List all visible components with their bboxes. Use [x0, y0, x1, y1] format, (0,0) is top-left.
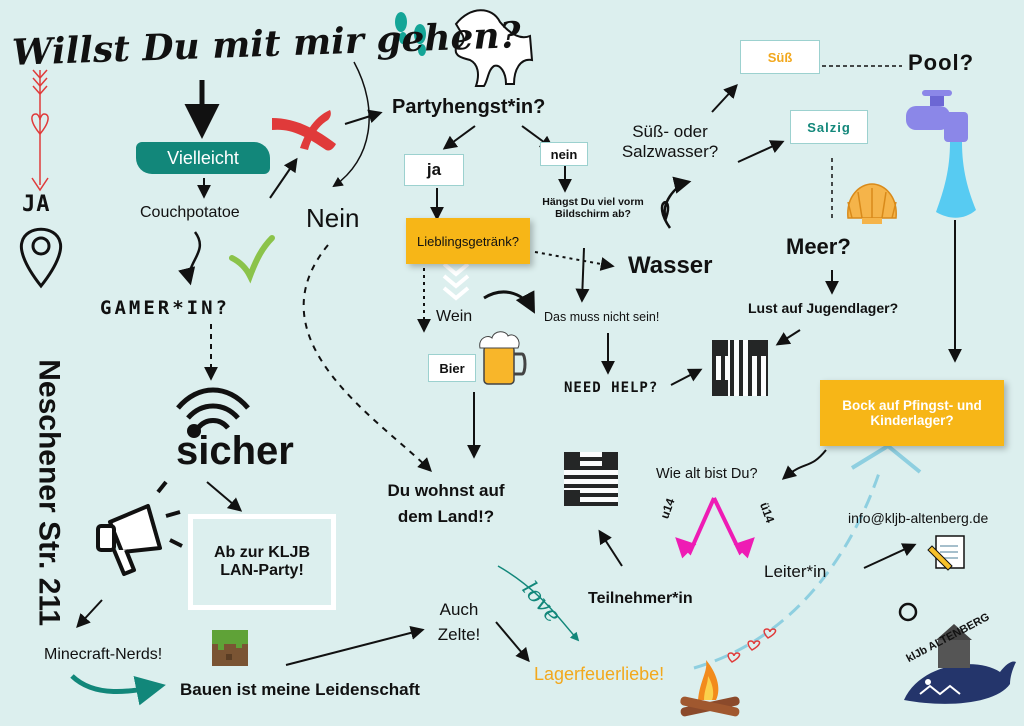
partyhengst-node: Partyhengst*in?	[392, 96, 546, 118]
ja-box-node: ja	[404, 154, 464, 186]
wie-alt-node: Wie alt bist Du?	[656, 466, 758, 482]
address: Neschener Str. 211	[32, 359, 66, 627]
lieblingsgetraenk-node: Lieblingsgetränk?	[406, 218, 530, 264]
wifi-icon	[176, 387, 250, 430]
ja-box-label: ja	[426, 160, 442, 179]
hearts-icon	[727, 628, 777, 663]
pfingst-label: Bock auf Pfingst- und Kinderlager?	[842, 398, 982, 428]
nein-node: Nein	[306, 203, 360, 233]
gamer-node: GAMER*IN?	[100, 297, 230, 319]
qr-code-icon[interactable]	[564, 452, 618, 506]
lagerfeuer-node: Lagerfeuerliebe!	[534, 664, 665, 684]
chevron-down-icon	[442, 262, 470, 301]
love-arrow	[497, 565, 580, 642]
suess-salz-node: Süß- oder Salzwasser?	[621, 122, 719, 161]
teal-swoosh-arrow	[70, 674, 166, 706]
minecraft-node: Minecraft-Nerds!	[44, 646, 163, 663]
light-blue-chevron	[850, 443, 922, 474]
need-help-node: NEED HELP?	[564, 380, 659, 396]
leiter-node: Leiter*in	[764, 562, 827, 581]
sicher-node: sicher	[176, 429, 294, 473]
lan-party-label: Ab zur KLJB LAN-Party!	[214, 544, 310, 579]
bier-box-node: Bier	[428, 354, 476, 382]
ja-label: JA	[22, 192, 51, 217]
grass-block-icon	[212, 630, 248, 666]
wifi-dot-icon	[187, 424, 201, 438]
land-node: Du wohnst auf dem Land!?	[387, 481, 505, 526]
bauen-node: Bauen ist meine Leidenschaft	[180, 680, 420, 699]
beer-mug-icon	[479, 331, 527, 385]
couchpotatoe-node: Couchpotatoe	[140, 204, 240, 221]
email-link[interactable]: info@kljb-altenberg.de	[848, 510, 989, 526]
connectors	[76, 61, 962, 666]
suess-label: Süß	[767, 49, 793, 65]
light-blue-path	[693, 469, 882, 670]
pencil-paper-icon	[927, 535, 965, 571]
salzig-label: Salzig	[807, 119, 851, 135]
zelte-node: Auch Zelte!	[437, 600, 481, 644]
nein-box-node: nein	[540, 142, 588, 166]
jugendlager-node: Lust auf Jugendlager?	[748, 300, 899, 316]
lieblingsgetraenk-label: Lieblingsgetränk?	[417, 233, 519, 249]
lan-party-node: Ab zur KLJB LAN-Party!	[188, 514, 336, 610]
footprints-icon	[395, 12, 426, 56]
location-pin-icon	[19, 227, 63, 289]
vielleicht-node: Vielleicht	[136, 142, 270, 174]
teilnehmer-node: Teilnehmer*in	[588, 590, 693, 607]
horse-icon	[454, 9, 534, 87]
muss-nicht-node: Das muss nicht sein!	[544, 310, 660, 324]
pfingst-node: Bock auf Pfingst- und Kinderlager?	[820, 380, 1004, 446]
cross-mark-icon	[272, 110, 336, 151]
shark-logo-icon	[898, 602, 1016, 704]
qr-code-icon[interactable]	[712, 340, 768, 396]
salzig-box-node: Salzig	[790, 110, 868, 144]
shell-icon	[847, 183, 897, 224]
wein-node: Wein	[436, 308, 473, 325]
age-arrows	[675, 497, 755, 559]
bier-label: Bier	[439, 360, 465, 376]
wasser-node: Wasser	[628, 252, 713, 279]
check-mark-icon	[229, 235, 275, 284]
campfire-icon	[680, 660, 740, 717]
arrow-heart-icon	[31, 69, 49, 192]
faucet-icon	[906, 90, 976, 218]
megaphone-icon	[96, 480, 183, 576]
bildschirm-node: Hängst Du viel vorm Bildschirm ab?	[542, 196, 644, 221]
pool-node: Pool?	[908, 50, 975, 75]
suess-box-node: Süß	[740, 40, 820, 74]
nein-box-label: nein	[550, 146, 578, 162]
vielleicht-label: Vielleicht	[167, 147, 239, 168]
meer-node: Meer?	[786, 234, 851, 259]
